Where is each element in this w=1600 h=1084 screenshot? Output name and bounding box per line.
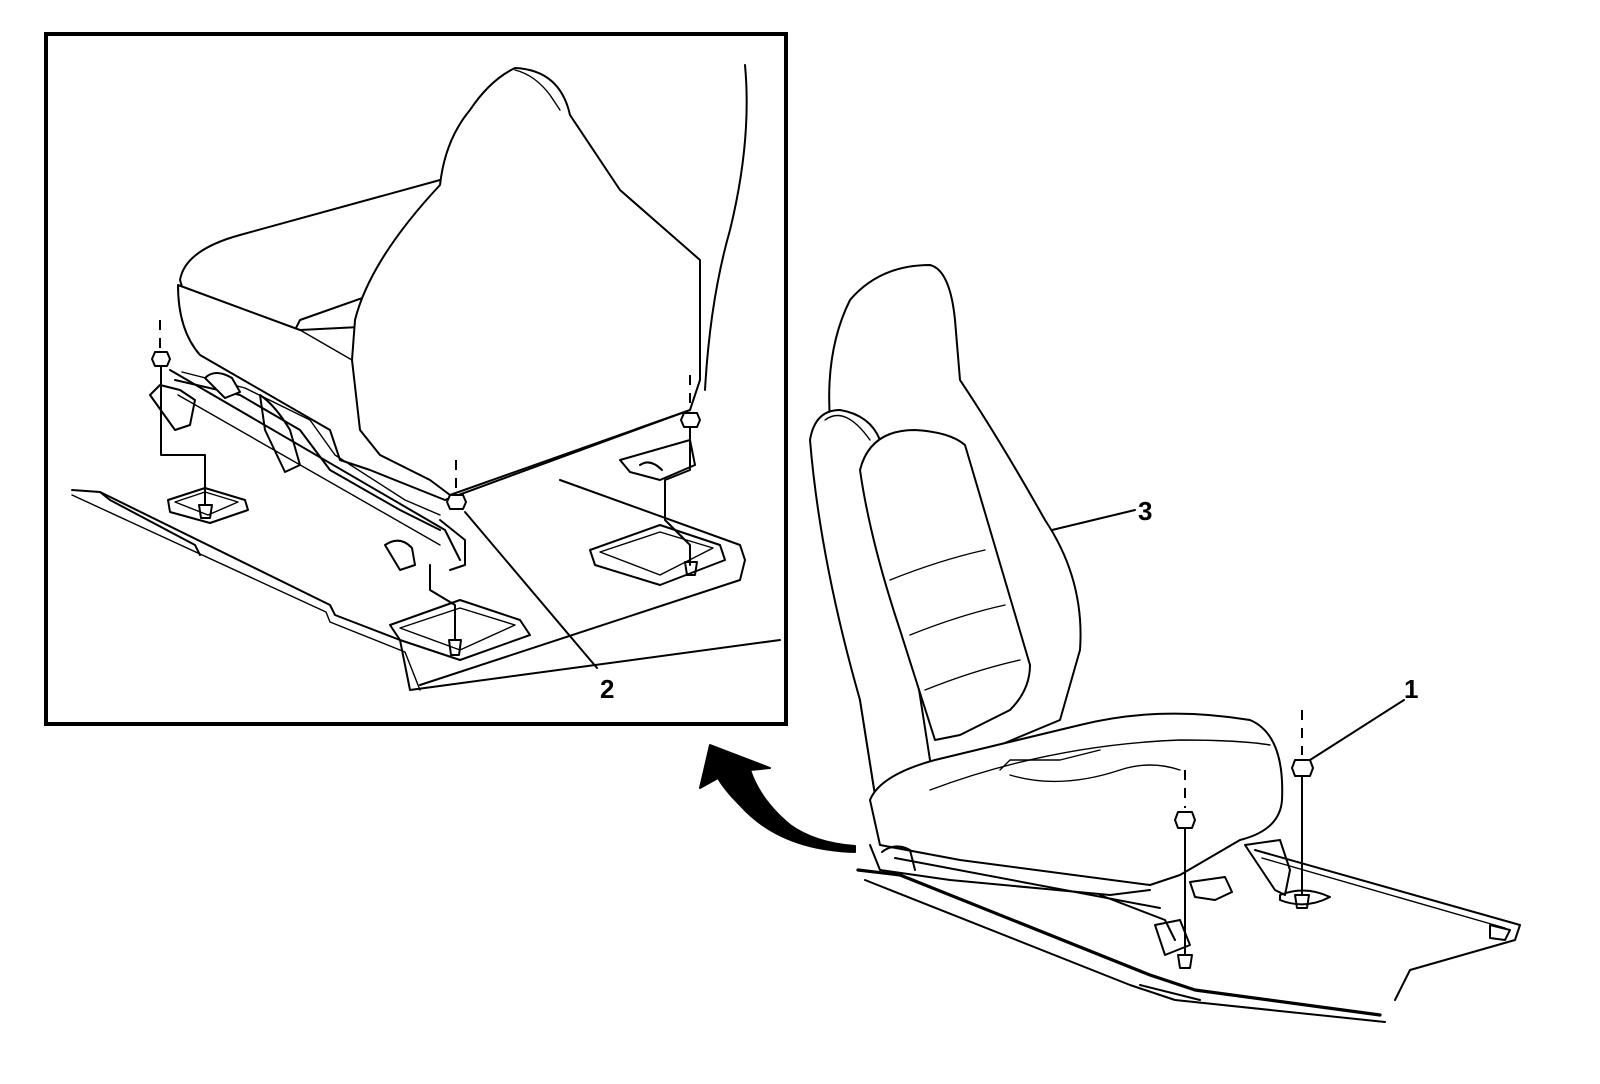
detail-inset: 2 xyxy=(44,32,788,726)
callout-3: 3 xyxy=(1051,496,1152,531)
callout-3-label: 3 xyxy=(1138,496,1152,526)
callout-1-label: 1 xyxy=(1404,674,1418,704)
callout-1: 1 xyxy=(1309,674,1418,761)
nut-icon xyxy=(1291,759,1314,777)
nut-icon xyxy=(1174,811,1196,829)
nut-icon xyxy=(680,412,701,428)
detail-arrow xyxy=(699,744,856,853)
main-floor xyxy=(856,849,1521,1023)
main-view: 1 3 xyxy=(809,264,1521,1023)
inset-seat xyxy=(149,64,748,571)
callout-2-label: 2 xyxy=(600,674,614,704)
main-fasteners xyxy=(1174,710,1331,969)
main-seat xyxy=(809,264,1291,956)
nut-icon xyxy=(151,351,171,367)
nut-icon xyxy=(446,494,467,510)
callout-2: 2 xyxy=(464,511,614,704)
inset-fasteners xyxy=(151,320,701,656)
